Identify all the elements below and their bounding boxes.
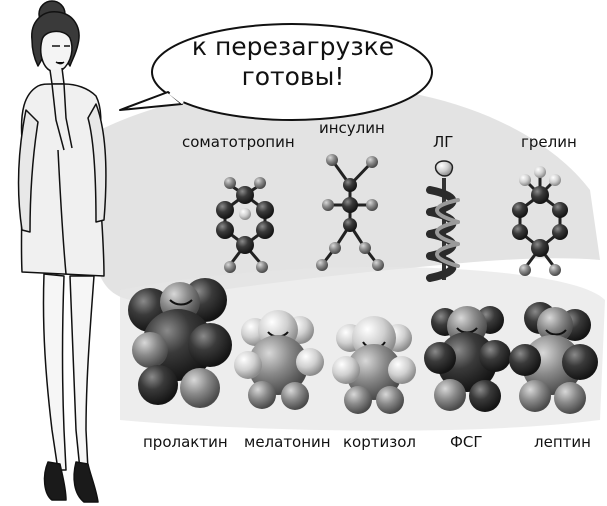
label-fsh: ФСГ (450, 433, 483, 451)
label-cortisol: кортизол (343, 433, 416, 451)
label-melatonin: мелатонин (244, 433, 331, 451)
label-lh: ЛГ (433, 133, 454, 151)
speech-bubble-line-1: к перезагрузке (191, 32, 395, 61)
label-leptin: лептин (534, 433, 591, 451)
label-somatotropin: соматотропин (182, 133, 295, 151)
speech-bubble-line-2: готовы! (241, 62, 345, 91)
woman-figure (17, 0, 107, 503)
creature-prolactin (128, 278, 232, 408)
creature-fsh (424, 306, 511, 412)
molecule-ghrelin (512, 166, 568, 276)
creature-cortisol (332, 316, 416, 414)
speech-bubble-text: к перезагрузке готовы! (178, 32, 408, 92)
label-prolactin: пролактин (143, 433, 228, 451)
backdrop-brush-stroke (91, 83, 601, 301)
molecule-insulin (316, 154, 384, 271)
speech-bubble (119, 23, 433, 121)
molecule-lh (426, 160, 460, 282)
molecule-somatotropin (216, 177, 274, 273)
creature-leptin (509, 302, 598, 414)
creature-melatonin (234, 310, 324, 410)
label-ghrelin: грелин (521, 133, 577, 151)
label-insulin: инсулин (319, 119, 385, 137)
